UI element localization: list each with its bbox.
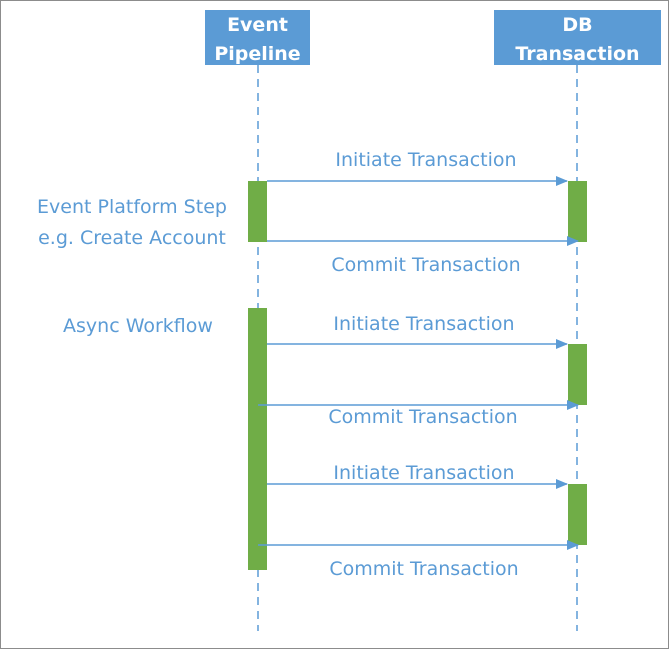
note-line1: Event Platform Step (37, 196, 227, 218)
participant-header-box (494, 10, 661, 65)
note-async-workflow: Async Workflow (63, 315, 213, 337)
message-label: Commit Transaction (331, 254, 520, 276)
message-commit-3: Commit Transaction (258, 540, 579, 580)
message-label: Initiate Transaction (335, 149, 516, 171)
participant-title-line2: Transaction (515, 43, 639, 65)
participant-title-line1: Event (227, 14, 288, 36)
message-label: Commit Transaction (328, 406, 517, 428)
message-label: Initiate Transaction (333, 313, 514, 335)
note-line2: e.g. Create Account (38, 227, 226, 249)
participant-title-line1: DB (562, 14, 592, 36)
message-label: Initiate Transaction (333, 462, 514, 484)
participant-header-box (205, 10, 310, 65)
message-label: Commit Transaction (329, 558, 518, 580)
message-initiate-3: Initiate Transaction (267, 462, 568, 489)
activation-bar-db-2 (568, 344, 587, 405)
participant-title-line2: Pipeline (214, 43, 300, 65)
activation-bar-db-3 (568, 484, 587, 545)
activation-bar-async-workflow (248, 308, 267, 570)
note-event-platform-step: Event Platform Step e.g. Create Account (37, 196, 227, 249)
participant-event-pipeline: Event Pipeline (205, 10, 310, 65)
participant-db-transaction: DB Transaction (494, 10, 661, 65)
note-line1: Async Workflow (63, 315, 213, 337)
activation-bar-event-step (248, 181, 267, 242)
activation-bar-db-1 (568, 181, 587, 242)
message-commit-2: Commit Transaction (258, 400, 579, 428)
message-commit-1: Commit Transaction (267, 236, 579, 276)
message-initiate-2: Initiate Transaction (267, 313, 568, 349)
message-initiate-1: Initiate Transaction (267, 149, 568, 186)
